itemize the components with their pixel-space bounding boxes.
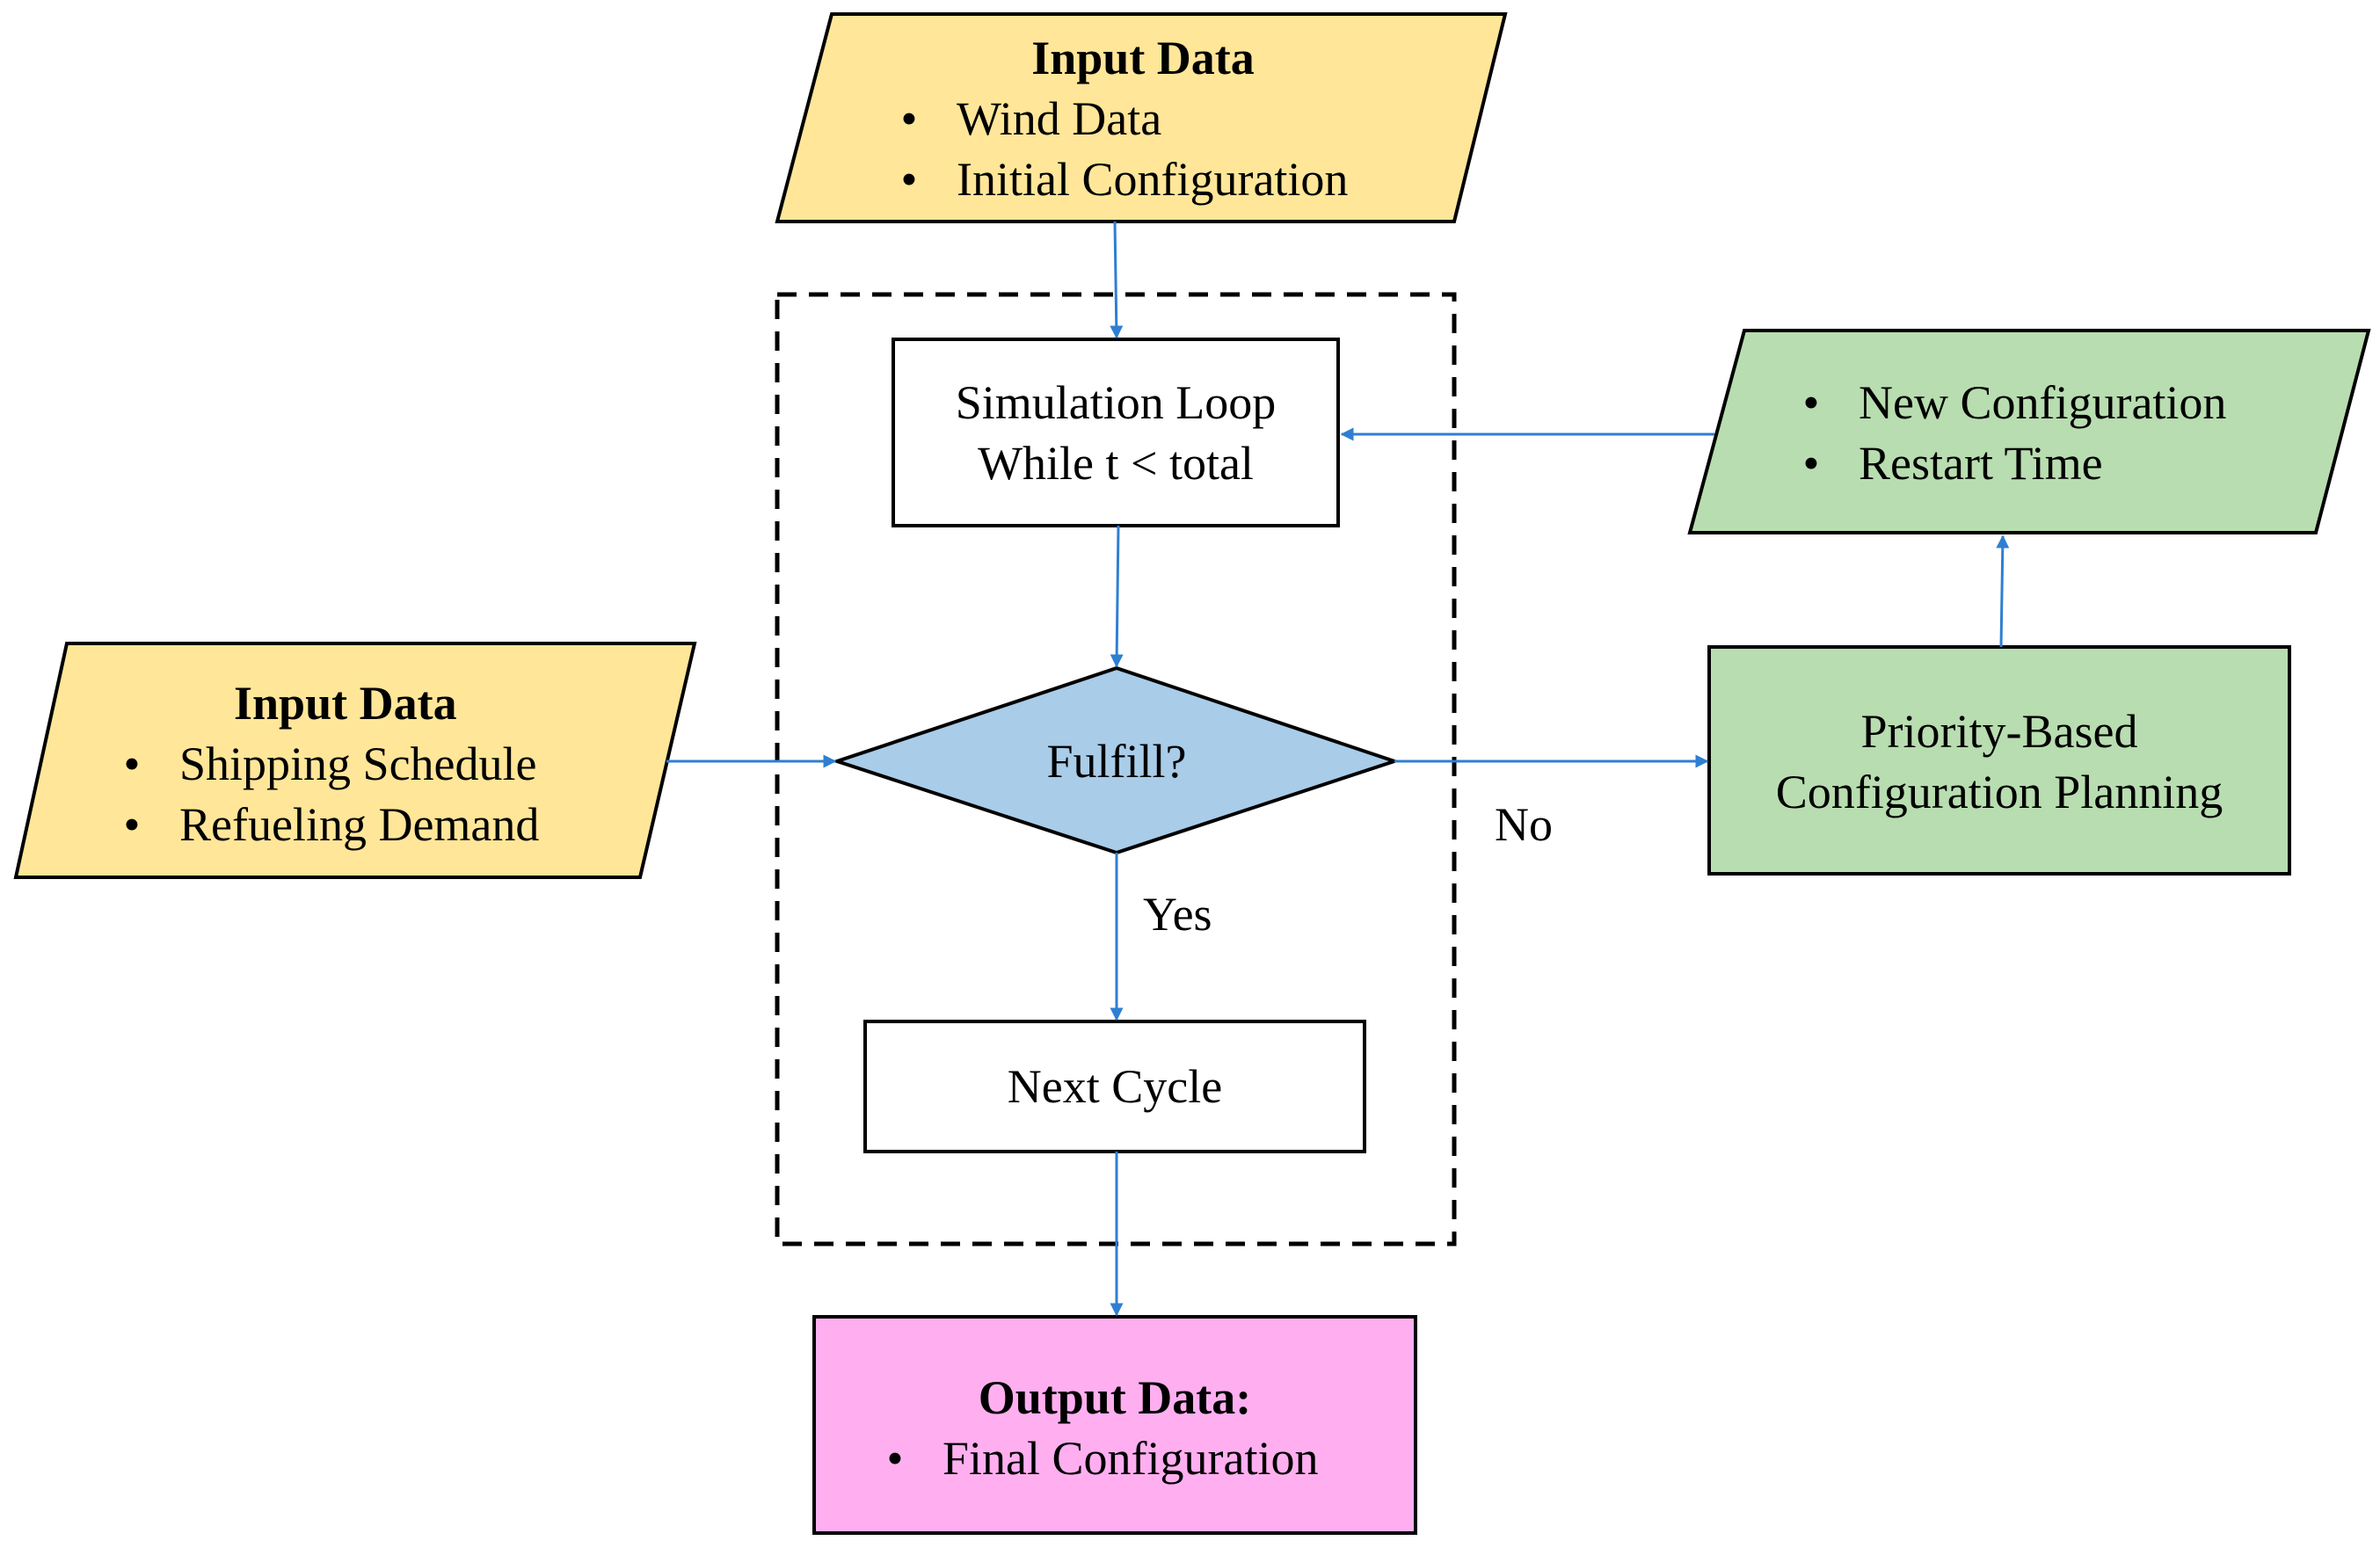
bullet-icon: •: [1802, 437, 1820, 490]
input-top-title: Input Data: [1031, 32, 1255, 84]
simulation-loop-line-1: Simulation Loop: [955, 376, 1277, 429]
input-top-list: •Wind Data •Initial Configuration: [879, 89, 1407, 210]
input-top-shape: [775, 12, 1508, 223]
output-shape: [812, 1315, 1417, 1535]
list-item: •Initial Configuration: [892, 149, 1407, 210]
decision-node: Fulfill?: [906, 731, 1328, 792]
edge-label-yes: Yes: [1143, 888, 1212, 941]
list-item: •Shipping Schedule: [114, 734, 607, 795]
next-cycle-shape: [863, 1020, 1366, 1153]
bullet-icon: •: [123, 738, 141, 790]
bullet-icon: •: [123, 798, 141, 851]
edge-label-no: No: [1495, 798, 1553, 851]
planning-shape: [1707, 645, 2291, 876]
new-config-list: •New Configuration •Restart Time: [1794, 373, 2321, 494]
list-item: •Restart Time: [1794, 433, 2321, 494]
simulation-loop-node: Simulation Loop While t < total: [893, 373, 1338, 494]
arrow-input-top-to-loop: [1110, 221, 1124, 339]
bullet-icon: •: [900, 92, 918, 145]
decision-label: Fulfill?: [1046, 735, 1187, 788]
list-item: •New Configuration: [1794, 373, 2321, 433]
next-cycle-label: Next Cycle: [1007, 1060, 1223, 1113]
input-left-list: •Shipping Schedule •Refueling Demand: [114, 734, 607, 855]
new-config-shape: [1687, 329, 2371, 534]
arrow-loop-to-decision: [1110, 525, 1124, 668]
bullet-icon: •: [886, 1432, 904, 1485]
planning-node: Priority-Based Configuration Planning: [1709, 701, 2289, 823]
arrow-planning-to-new-config: [1996, 534, 2010, 648]
input-left-shape: [13, 642, 697, 879]
next-cycle-node: Next Cycle: [865, 1057, 1365, 1117]
planning-line-2: Configuration Planning: [1775, 766, 2224, 818]
input-left-node: Input Data •Shipping Schedule •Refueling…: [114, 673, 607, 855]
simulation-loop-shape: [892, 338, 1340, 527]
list-item: •Refueling Demand: [114, 795, 607, 855]
new-config-node: •New Configuration •Restart Time: [1794, 373, 2321, 494]
output-title: Output Data:: [978, 1371, 1252, 1424]
output-node: Output Data: •Final Configuration: [814, 1368, 1416, 1489]
input-top-node: Input Data •Wind Data •Initial Configura…: [879, 28, 1407, 210]
list-item: •Final Configuration: [877, 1428, 1416, 1489]
bullet-icon: •: [1802, 376, 1820, 429]
output-list: •Final Configuration: [814, 1428, 1416, 1489]
simulation-loop-line-2: While t < total: [978, 437, 1254, 490]
input-left-title: Input Data: [234, 677, 457, 730]
planning-line-1: Priority-Based: [1860, 705, 2138, 758]
bullet-icon: •: [900, 153, 918, 206]
list-item: •Wind Data: [892, 89, 1407, 149]
